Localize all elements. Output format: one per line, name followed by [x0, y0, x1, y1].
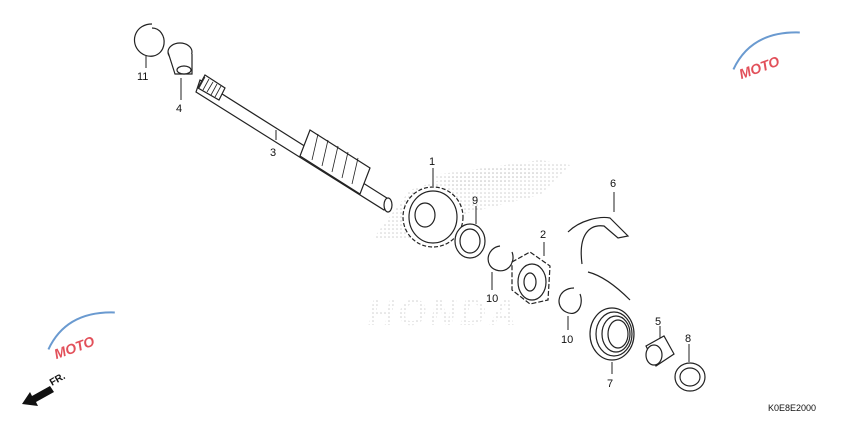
- svg-text:7: 7: [607, 378, 613, 390]
- svg-text:3: 3: [270, 147, 276, 159]
- svg-text:10: 10: [486, 293, 498, 305]
- part-8-washer: 8: [674, 333, 706, 392]
- part-2-ratchet: 2: [511, 229, 551, 305]
- moto-logo-left: MOTO: [47, 311, 115, 362]
- honda-wing-stripe: [430, 165, 545, 190]
- part-9-washer: 9: [454, 195, 486, 259]
- svg-text:4: 4: [176, 103, 182, 115]
- honda-wordmark: HONDA: [368, 292, 520, 333]
- part-5-collar: 5: [645, 316, 675, 367]
- part-7-spring: 7: [587, 271, 635, 390]
- moto-logo-top-right: MOTO: [732, 31, 800, 82]
- part-3-spindle: 3: [195, 74, 393, 213]
- part-10b-circlip: 10: [558, 287, 582, 346]
- svg-text:MOTO: MOTO: [52, 333, 97, 362]
- svg-text:5: 5: [655, 316, 661, 328]
- part-1-gear: 1: [402, 156, 464, 248]
- svg-text:FR.: FR.: [48, 371, 68, 389]
- svg-text:MOTO: MOTO: [737, 53, 782, 82]
- svg-text:10: 10: [561, 334, 573, 346]
- svg-text:1: 1: [429, 156, 435, 168]
- diagram-code: K0E8E2000: [768, 403, 816, 413]
- part-10a-circlip: 10: [486, 245, 514, 305]
- svg-text:11: 11: [137, 71, 148, 83]
- svg-text:2: 2: [540, 229, 546, 241]
- part-11-circlip: 11: [133, 23, 165, 83]
- svg-text:6: 6: [610, 178, 616, 190]
- svg-text:8: 8: [685, 333, 691, 345]
- svg-text:9: 9: [472, 195, 478, 207]
- part-6-spring-guide: 6: [567, 178, 630, 265]
- part-4-collar: 4: [167, 42, 193, 115]
- front-direction-arrow: FR.: [22, 371, 68, 406]
